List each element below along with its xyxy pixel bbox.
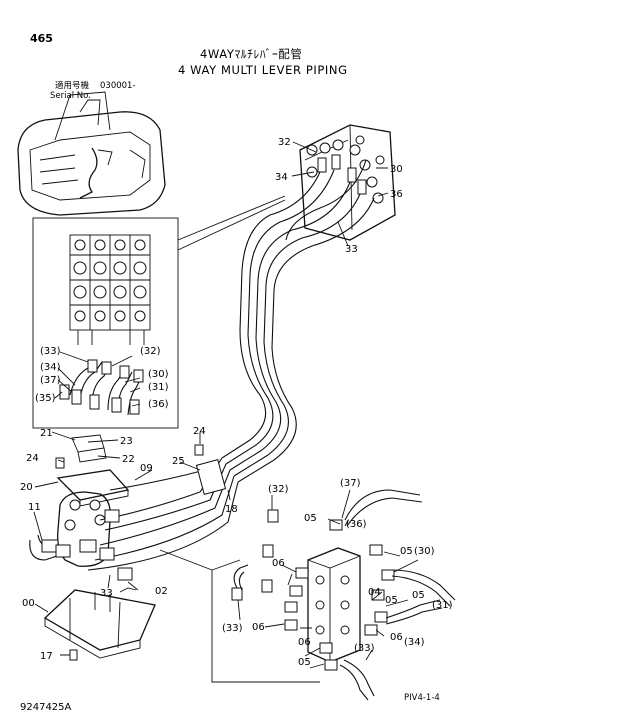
serial-label-en: Serial No. [50,91,91,101]
page-number: 465 [30,32,53,45]
callout-23: 23 [120,436,133,447]
callout-24-left: 24 [26,453,39,464]
callout-18: 18 [225,504,238,515]
callout-30-inset: (30) [148,369,169,380]
callout-17: 17 [40,651,53,662]
callout-32-inset: (32) [140,346,161,357]
callout-36-top: 36 [390,189,403,200]
callout-04: 04 [368,587,381,598]
callout-11: 11 [28,502,41,513]
callout-36-detail: (36) [346,519,367,530]
callout-22: 22 [122,454,135,465]
machine-overview-illustration [17,91,166,216]
serial-value: 030001- [100,81,136,91]
callout-06-d: 06 [298,637,311,648]
control-valve-block [299,124,396,241]
sheet-code: PIV4-1-4 [404,693,440,703]
manifold-detail-inset [159,489,456,701]
callout-02: 02 [155,586,168,597]
callout-20: 20 [20,482,33,493]
callout-05-d: 05 [385,595,398,606]
hose-bundle [221,159,375,483]
callout-21: 21 [40,428,53,439]
title-japanese: 4WAYﾏﾙﾁﾚﾊﾞｰ配管 [200,47,303,61]
callout-37-inset: (37) [40,375,61,386]
callout-33-inset: (33) [40,346,61,357]
callout-32-top: 32 [278,137,291,148]
callout-05-b: 05 [400,546,413,557]
callout-31-inset: (31) [148,382,169,393]
callout-33-lower: 33 [100,588,113,599]
callout-05-e: 05 [298,657,311,668]
serial-label-jp: 適用号機 [55,80,90,91]
callout-06-a: 06 [272,558,285,569]
title-english: 4 WAY MULTI LEVER PIPING [178,63,348,77]
callout-30-detail: (30) [414,546,435,557]
callout-34-inset: (34) [40,362,61,373]
callout-05-c: 05 [412,590,425,601]
callout-34-detail: (34) [404,637,425,648]
callout-33-top: 33 [345,244,358,255]
callout-31-detail: (31) [432,600,453,611]
callout-33-detail: (33) [222,623,243,634]
lower-hoses [29,444,239,581]
drawing-number: 9247425A [20,702,72,713]
callout-35-inset: (35) [35,393,56,404]
callout-36-inset: (36) [148,399,169,410]
callout-30-top: 30 [390,164,403,175]
callout-37-detail: (37) [340,478,361,489]
callout-00: 00 [22,598,35,609]
callout-25: 25 [172,456,185,467]
callout-06-c: 06 [390,632,403,643]
valve-detail-inset [32,195,286,429]
callout-34-top: 34 [275,172,288,183]
callout-05-a: 05 [304,513,317,524]
callout-32-detail: (32) [268,484,289,495]
callout-06-b: 06 [252,622,265,633]
callout-33-detail-b: (33) [354,643,375,654]
callout-09: 09 [140,463,153,474]
callout-24-right: 24 [193,426,206,437]
